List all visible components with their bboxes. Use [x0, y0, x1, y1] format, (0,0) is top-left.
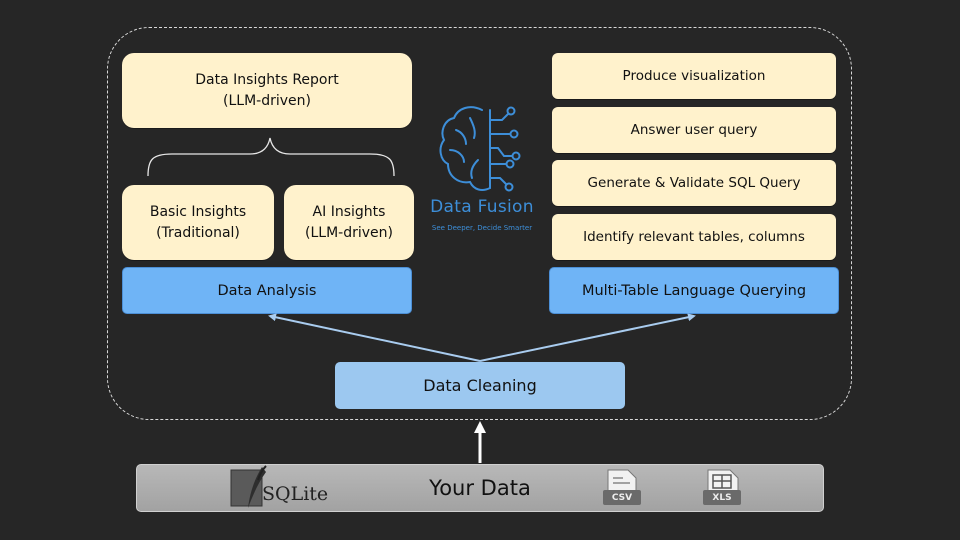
basic-insights-title: Basic Insights	[149, 203, 247, 220]
query-step-2: Answer user query	[552, 107, 836, 153]
logo-tagline: See Deeper, Decide Smarter	[431, 224, 533, 232]
ai-insights-box: AI Insights (LLM-driven)	[284, 185, 414, 260]
data-analysis-box: Data Analysis	[122, 267, 412, 314]
logo-name: Data Fusion	[430, 197, 534, 217]
basic-insights-subtitle: (Traditional)	[156, 224, 240, 241]
your-data-label: Your Data	[429, 476, 531, 500]
ai-insights-title: AI Insights	[312, 203, 386, 220]
ai-insights-subtitle: (LLM-driven)	[305, 224, 393, 241]
data-cleaning-box: Data Cleaning	[335, 362, 625, 409]
query-step-4: Identify relevant tables, columns	[552, 214, 836, 260]
report-title: Data Insights Report	[195, 71, 339, 88]
xls-label: XLS	[712, 492, 732, 503]
basic-insights-box: Basic Insights (Traditional)	[122, 185, 274, 260]
multi-table-querying-box: Multi-Table Language Querying	[549, 267, 839, 314]
system-boundary	[107, 27, 852, 420]
csv-label: CSV	[611, 492, 633, 503]
query-step-3: Generate & Validate SQL Query	[552, 160, 836, 206]
query-step-1: Produce visualization	[552, 53, 836, 99]
data-insights-report-box: Data Insights Report (LLM-driven)	[122, 53, 412, 128]
sqlite-label: SQLite	[262, 483, 329, 505]
report-subtitle: (LLM-driven)	[223, 92, 311, 109]
